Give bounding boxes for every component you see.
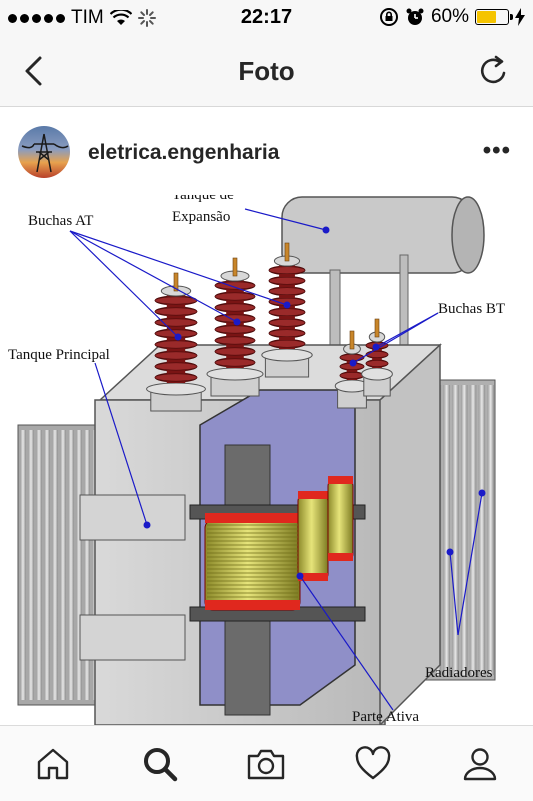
more-horizontal-icon[interactable]: ••• (483, 137, 511, 165)
post-header: eletrica.engenharia ••• (0, 107, 533, 195)
username[interactable]: eletrica.engenharia (88, 141, 279, 165)
page-title: Foto (0, 56, 533, 87)
battery-icon (475, 9, 509, 25)
tab-home[interactable] (29, 740, 77, 788)
label-buchas-at: Buchas AT (28, 213, 93, 229)
home-icon (33, 744, 73, 784)
refresh-icon[interactable] (477, 54, 511, 88)
camera-icon (245, 744, 287, 784)
post-image[interactable]: Buchas AT Tanque de Expansão Tanque Prin… (0, 195, 533, 725)
battery-fill (477, 11, 496, 23)
transformer-diagram: Buchas AT Tanque de Expansão Tanque Prin… (0, 195, 533, 725)
active-part (190, 390, 365, 715)
label-radiadores: Radiadores (425, 665, 493, 681)
label-tanque-expansao-2: Expansão (172, 209, 230, 225)
power-tower-icon (18, 126, 70, 178)
label-buchas-bt: Buchas BT (438, 301, 505, 317)
tab-camera[interactable] (242, 740, 290, 788)
charging-bolt-icon (515, 8, 525, 26)
tab-profile[interactable] (456, 740, 504, 788)
label-tanque-principal: Tanque Principal (8, 347, 110, 363)
label-tanque-expansao-1: Tanque de (172, 195, 234, 203)
left-radiator (18, 425, 98, 705)
battery-percent: 60% (431, 6, 469, 28)
tab-search[interactable] (136, 740, 184, 788)
tab-bar (0, 725, 533, 801)
expansion-tank (282, 197, 484, 350)
heart-icon (353, 744, 393, 784)
search-icon (140, 744, 180, 784)
status-right: 60% (379, 6, 525, 28)
avatar[interactable] (18, 126, 70, 178)
rotation-lock-icon (379, 7, 399, 27)
profile-icon (460, 744, 500, 784)
tab-activity[interactable] (349, 740, 397, 788)
nav-bar: Foto (0, 36, 533, 107)
alarm-icon (405, 7, 425, 27)
status-bar: TIM 22:17 60% (0, 0, 533, 36)
label-parte-ativa: Parte Ativa (352, 709, 419, 725)
